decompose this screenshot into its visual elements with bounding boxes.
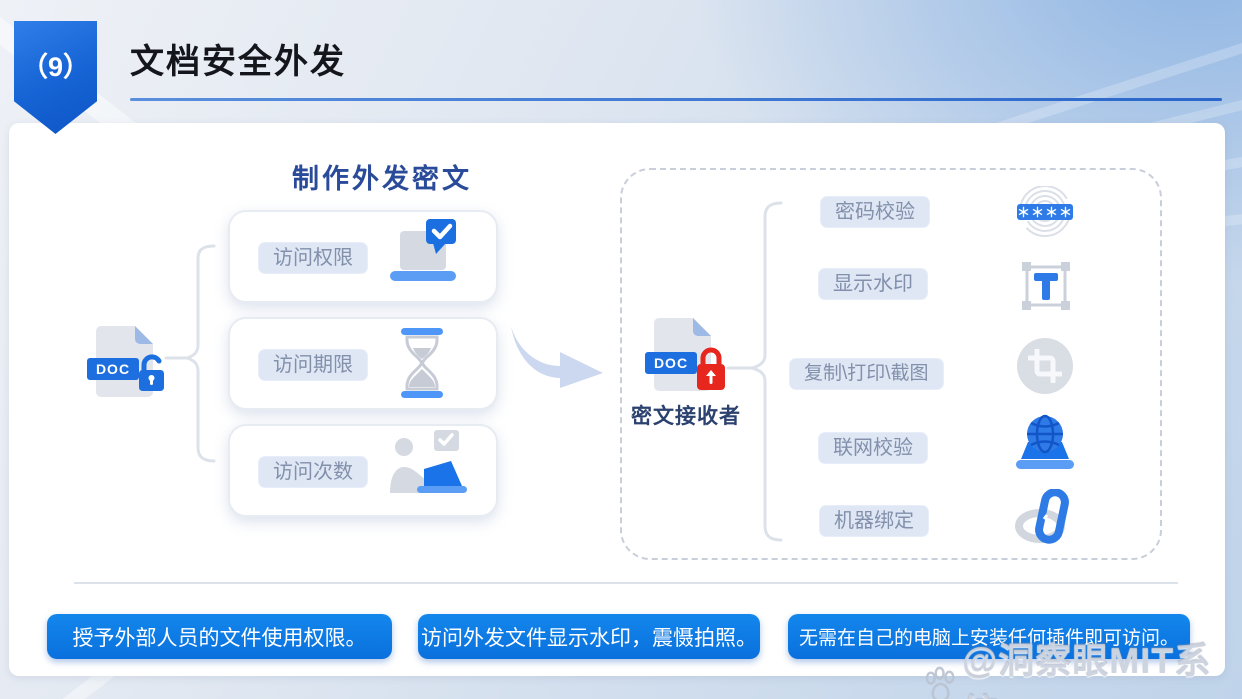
note-button-permission: 授予外部人员的文件使用权限。	[47, 614, 392, 659]
chain-link-icon	[1015, 489, 1069, 544]
section-heading-make-ciphertext: 制作外发密文	[292, 164, 472, 194]
hourglass-icon	[401, 328, 443, 398]
doc-label: DOC	[654, 355, 688, 371]
doc-file-locked-icon: DOC	[645, 318, 725, 391]
doc-label: DOC	[96, 361, 130, 377]
copy-print-screenshot-label: 复制\打印\截图	[789, 358, 944, 390]
title-underline	[130, 98, 1222, 101]
receiver-dashed-panel	[620, 168, 1162, 560]
doc-file-unlocked-icon: DOC	[87, 326, 164, 397]
slide-number-ribbon: （9）	[14, 21, 97, 134]
password-mask-text: ＊＊＊＊	[1017, 205, 1073, 220]
globe-network-icon	[1016, 414, 1074, 469]
curved-right-arrow-icon	[511, 326, 603, 388]
note-text: 访问外发文件显示水印，震慑拍照。	[421, 626, 757, 650]
watermark-text: @洞察眼MIT系统	[962, 640, 1212, 699]
machine-binding-label: 机器绑定	[819, 505, 929, 537]
note-button-watermark: 访问外发文件显示水印，震慑拍照。	[418, 614, 760, 659]
password-check-label: 密码校验	[820, 196, 930, 228]
left-brace-connector	[164, 244, 216, 463]
fingerprint-password-icon: ＊＊＊＊	[1017, 186, 1073, 237]
paw-logo-icon	[925, 666, 955, 699]
crop-screenshot-icon	[1017, 338, 1073, 394]
note-button-no-plugin: 无需在自己的电脑上安装任何插件即可访问。	[788, 614, 1190, 659]
right-brace-connector	[726, 201, 783, 542]
note-text: 无需在自己的电脑上安装任何插件即可访问。	[798, 628, 1179, 649]
access-permission-label: 访问权限	[258, 242, 368, 274]
footer-divider	[74, 582, 1178, 584]
page-title: 文档安全外发	[130, 43, 346, 81]
access-period-label: 访问期限	[258, 349, 368, 381]
online-check-label: 联网校验	[818, 432, 928, 464]
laptop-check-icon	[390, 219, 456, 281]
slide-number: （9）	[20, 52, 91, 82]
note-text: 授予外部人员的文件使用权限。	[72, 626, 367, 650]
text-watermark-icon	[1022, 262, 1070, 310]
person-laptop-check-icon	[390, 430, 467, 493]
receiver-caption: 密文接收者	[631, 405, 741, 428]
access-count-label: 访问次数	[258, 456, 368, 488]
watermark: @洞察眼MIT系统	[922, 632, 1242, 699]
show-watermark-label: 显示水印	[818, 268, 928, 300]
